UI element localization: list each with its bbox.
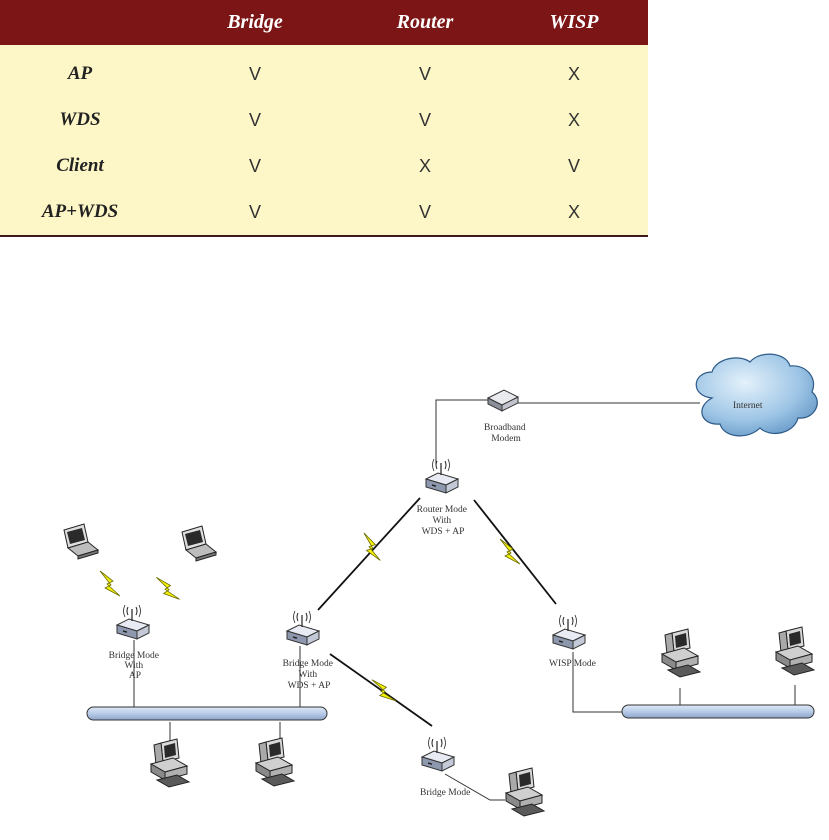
desktop-computer-icon <box>506 768 544 816</box>
wisp-icon <box>553 615 585 649</box>
desktop-computer-icon <box>151 739 189 787</box>
lightning-icon <box>156 575 179 603</box>
lightning-icon <box>360 533 383 561</box>
broadband-modem-icon <box>488 390 518 411</box>
wireless-link-router-wisp <box>474 500 556 604</box>
lan-bus-right <box>622 705 814 718</box>
wireless-link-router-bridge-wds <box>318 498 420 610</box>
bridge-ap-label: Bridge Mode With AP <box>109 651 162 681</box>
modem-label: Broadband Modem <box>484 423 528 444</box>
wisp-label: WISP Mode <box>549 659 596 669</box>
lan-bus-left <box>87 707 327 720</box>
internet-label: Internet <box>733 401 763 411</box>
bridge-ap-icon <box>117 605 149 639</box>
laptop-icon <box>64 524 98 559</box>
desktop-computer-icon <box>776 627 814 675</box>
wireless-link-bridge-wds-bridge-bottom <box>330 654 432 726</box>
desktop-computer-icon <box>256 738 294 786</box>
router-label: Router Mode With WDS + AP <box>417 505 470 537</box>
lightning-icon <box>500 539 520 564</box>
bridge-bottom-icon <box>422 737 454 771</box>
lightning-icon <box>100 571 120 596</box>
bridge-wds-label: Bridge Mode With WDS + AP <box>283 659 336 691</box>
laptop-icon <box>182 526 216 561</box>
cables <box>134 400 795 800</box>
cable-router-modem <box>436 400 490 464</box>
lightning-icon <box>372 676 396 704</box>
internet-cloud-icon <box>696 354 817 436</box>
desktop-computer-icon <box>662 629 700 677</box>
router-icon <box>426 459 458 493</box>
bridge-bottom-label: Bridge Mode <box>420 788 470 798</box>
bridge-wds-icon <box>287 611 319 645</box>
